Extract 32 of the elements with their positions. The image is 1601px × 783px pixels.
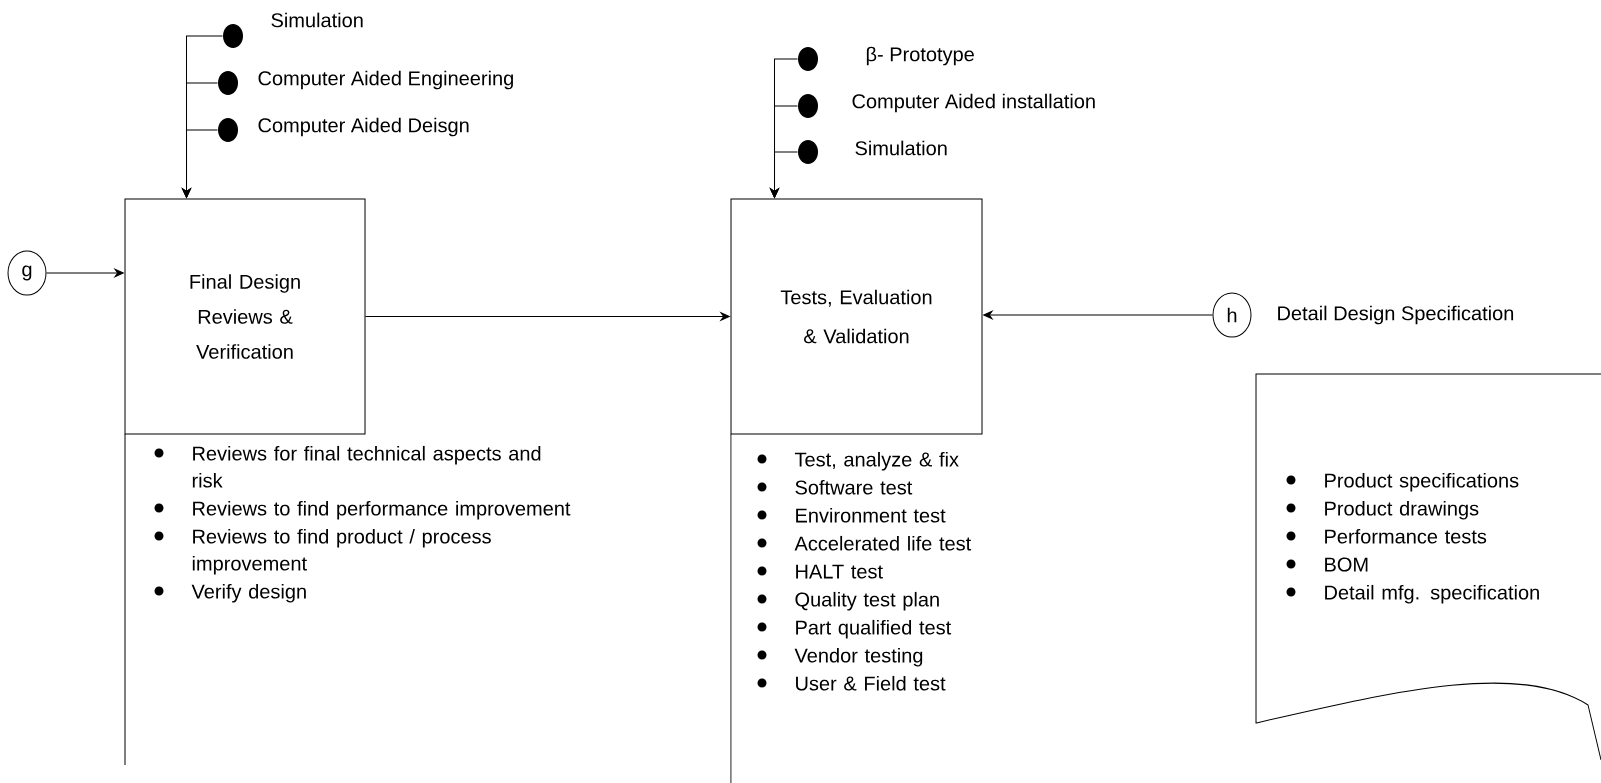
- list-item: Quality test plan: [795, 591, 939, 611]
- list-item: Reviews to find product / process improvement: [192, 528, 491, 575]
- item-label: Computer Aided Deisgn: [258, 117, 469, 137]
- list-item: Software test: [795, 479, 913, 495]
- list-item: Product drawings: [1325, 500, 1479, 520]
- item-label: β- Prototype: [866, 46, 974, 66]
- list-item: Accelerated life test: [794, 535, 972, 551]
- item-label: Simulation: [855, 140, 947, 156]
- process-box: Tests, Evaluation & Validation: [730, 198, 983, 435]
- list-item: Vendor testing: [794, 647, 923, 667]
- item-label: Computer Aided Engineering: [258, 70, 513, 90]
- arrow: [770, 151, 798, 198]
- process-box: Final Design Reviews & Verification: [124, 198, 366, 435]
- arrow: [983, 310, 1213, 320]
- list-item: Performance tests: [1325, 528, 1487, 544]
- list-item: User & Field test: [796, 675, 946, 691]
- arrow: [182, 129, 218, 198]
- item-label: Computer Aided installation: [852, 93, 1095, 113]
- list-item: Environment test: [796, 507, 946, 523]
- arrow: [365, 312, 730, 321]
- list-item: BOM: [1325, 557, 1368, 572]
- list-item: Product specifications: [1325, 472, 1519, 492]
- list-item: HALT test: [796, 564, 883, 579]
- arrow: [46, 268, 124, 278]
- list-item: Verify design: [191, 583, 306, 603]
- item-label: Simulation: [271, 12, 363, 28]
- list-item: Test, analyze & fix: [794, 451, 959, 471]
- list-item: Reviews for final technical aspects and risk: [192, 445, 541, 488]
- item-label: Detail Design Specification: [1278, 305, 1514, 325]
- list-item: Reviews to find performance improvement: [193, 500, 571, 520]
- list-item: Part qualified test: [796, 619, 952, 639]
- list-item: Detail mfg. specification: [1325, 584, 1539, 604]
